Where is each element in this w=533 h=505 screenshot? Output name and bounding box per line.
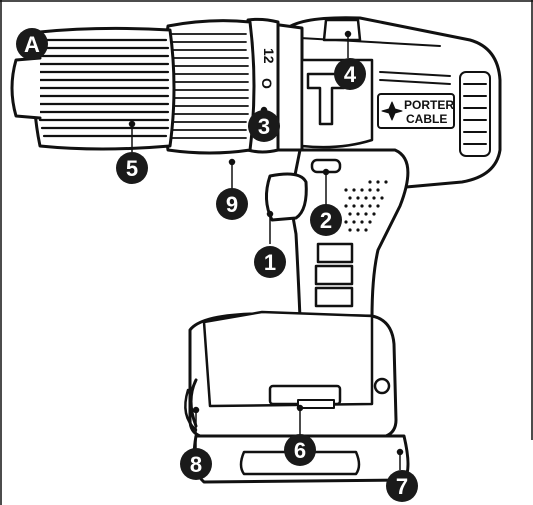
brand-line-2: CABLE [406,112,447,126]
svg-text:7: 7 [396,474,408,499]
svg-text:8: 8 [190,452,202,477]
callout-9: 9 [216,188,248,220]
battery-top [202,310,374,408]
grip-ribs [314,242,354,308]
clutch-dial-symbol: O [259,78,275,89]
callout-7: 7 [386,470,418,502]
callout-A: A [16,28,48,60]
rear-vents [459,71,491,157]
battery-side-clip [189,378,198,428]
belt-hook [184,388,198,432]
callout-4: 4 [334,58,366,90]
top-switch [322,18,362,42]
svg-text:6: 6 [294,438,306,463]
svg-text:A: A [24,32,40,57]
callout-5: 5 [116,152,148,184]
svg-text:2: 2 [320,208,332,233]
clutch-dial-number: 12 [261,48,277,64]
drill-illustration [10,16,502,484]
battery-latch-knob [373,377,391,395]
chuck-nose [10,56,42,120]
callout-6: 6 [284,434,316,466]
svg-text:1: 1 [264,250,276,275]
battery-latch [297,399,335,409]
grip-texture [344,180,388,232]
callout-1: 1 [254,246,286,278]
svg-text:4: 4 [344,62,357,87]
trigger [265,172,308,222]
chuck-ribs [38,38,170,138]
svg-text:9: 9 [226,192,238,217]
handle [288,148,410,320]
clutch-collar [161,19,256,155]
callout-8: 8 [180,448,212,480]
brand-line-1: PORTER [404,98,454,112]
callout-2: 2 [310,204,342,236]
svg-text:5: 5 [126,156,138,181]
brand-badge [377,93,455,129]
clutch-collar-ribs [169,33,249,139]
brand-star-icon [381,101,403,121]
svg-text:3: 3 [258,114,270,139]
callout-3: 3 [248,110,280,142]
